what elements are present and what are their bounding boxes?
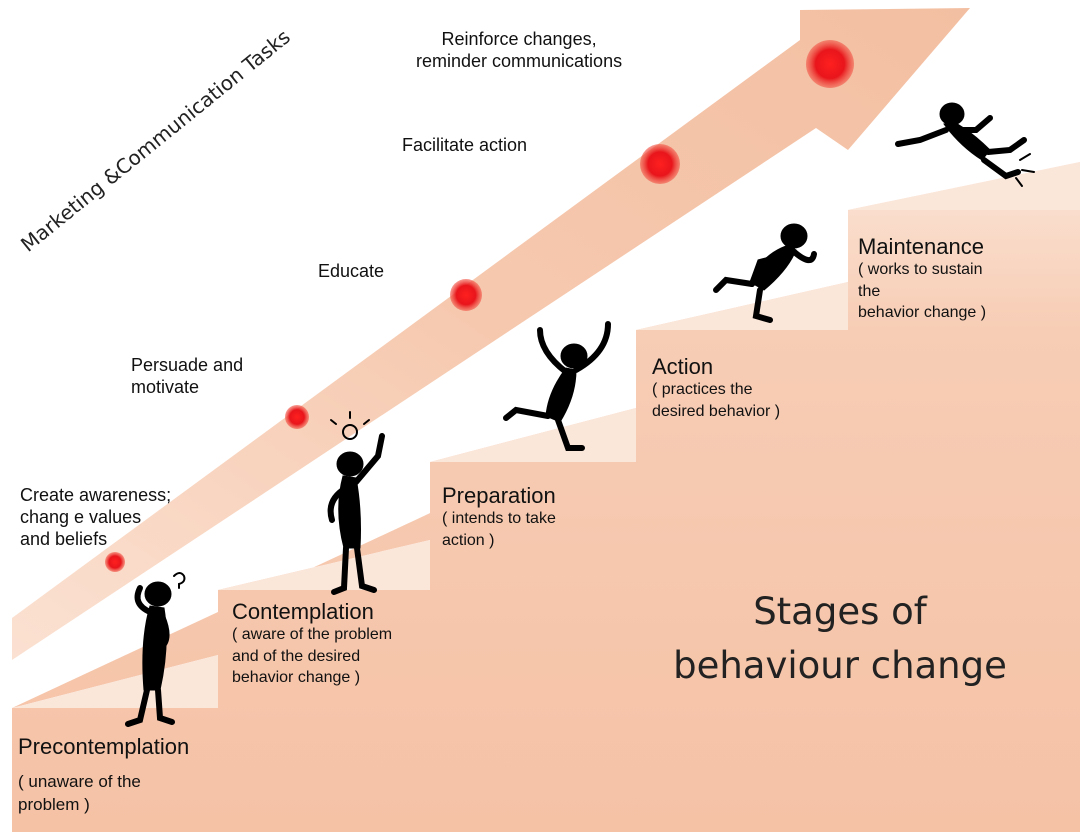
confused-figure-icon [125,572,186,727]
stage-title: Preparation [442,483,556,508]
stage-title: Maintenance [858,234,984,259]
stage-maintenance: Maintenance ( works to sustain the behav… [858,234,987,324]
task-dot-3 [450,279,482,311]
stage-desc: ( practices the desired behavior ) [652,381,781,420]
idea-figure-icon [327,411,385,595]
stage-contemplation: Contemplation ( aware of the problem and… [232,599,393,689]
stage-desc: ( unaware of the problem ) [18,772,141,815]
task-label-3: Educate [318,261,385,281]
stage-desc: ( intends to take action ) [442,510,556,549]
diagram-caption: Stages of behaviour change [673,590,1007,687]
task-label-2: Persuade and motivate [131,355,244,397]
stage-title: Contemplation [232,599,374,624]
stage-action: Action ( practices the desired behavior … [652,354,781,422]
running-figure-icon [713,223,817,323]
task-dot-4 [640,144,680,184]
stage-precontemplation: Precontemplation ( unaware of the proble… [18,734,190,817]
stair-treads [12,162,1080,708]
stage-title: Precontemplation [18,734,190,759]
task-dot-5 [806,40,854,88]
task-dot-2 [285,405,309,429]
stage-preparation: Preparation ( intends to take action ) [442,483,556,551]
stage-desc: ( aware of the problem and of the desire… [232,626,393,687]
task-label-4: Facilitate action [402,135,528,155]
task-label-5: Reinforce changes, reminder communicatio… [416,29,623,71]
task-label-1: Create awareness; chang e values and bel… [20,485,172,549]
leaping-figure-icon [895,102,1035,187]
stage-desc: ( works to sustain the behavior change ) [858,261,987,322]
stage-title: Action [652,354,714,379]
task-dot-1 [105,552,125,572]
progress-arrow [12,8,970,660]
cheering-figure-icon [503,321,611,451]
